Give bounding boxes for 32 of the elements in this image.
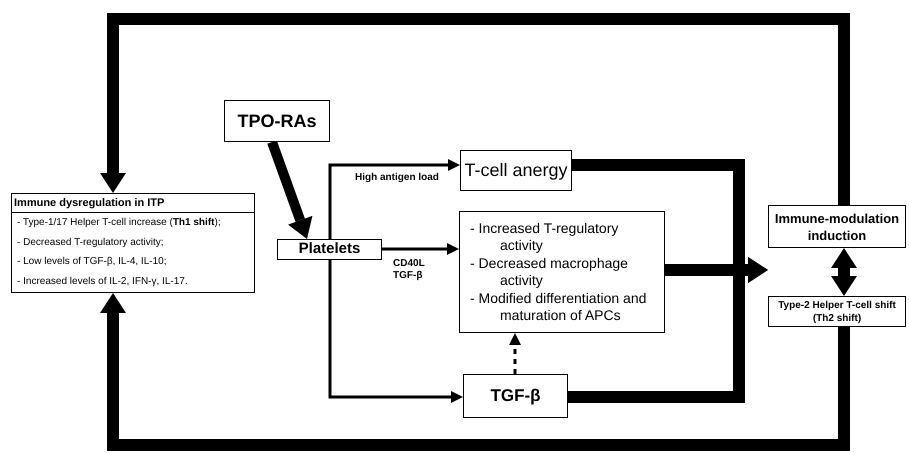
process-box [768, 296, 906, 327]
arrow [568, 257, 768, 403]
node-label: TGF-β [490, 385, 541, 408]
process-box [463, 374, 568, 418]
node-label: TPO-RAs [237, 110, 316, 132]
edge-label: CD40L TGF-β [393, 258, 427, 282]
box-heading: Immune dysregulation in ITP [12, 194, 254, 213]
process-box [768, 205, 906, 248]
arrow [328, 159, 460, 239]
list-item: - Type-1/17 Helper T-cell increase (Th1 shift); [17, 216, 222, 229]
process-box [460, 150, 572, 191]
arrow [267, 140, 312, 239]
process-box [459, 211, 665, 333]
arrow [100, 293, 850, 451]
node-label: Immune-modulation induction [774, 210, 900, 244]
list-item: - Modified differentiation and maturation of APCs [470, 290, 648, 324]
arrow [100, 13, 850, 205]
arrow [831, 248, 857, 296]
arrow [328, 260, 463, 403]
list-item: - Low levels of TGF-β, IL-4, IL-10; [17, 256, 168, 268]
node-label: Platelets [298, 239, 360, 260]
arrow [382, 243, 459, 255]
node-label: T-cell anergy [464, 159, 568, 182]
node-label: Type-2 Helper T-cell shift (Th2 shift) [777, 298, 897, 324]
process-box [224, 100, 330, 142]
arrow [509, 333, 521, 374]
list-item: - Increased levels of IL-2, IFN-γ, IL-17. [17, 276, 189, 288]
info-box [11, 193, 255, 293]
list-item: - Decreased T-regulatory activity; [17, 236, 165, 249]
process-box [277, 239, 382, 260]
list-item: - Increased T-regulatory activity [470, 220, 620, 254]
list-item: - Decreased macrophage activity [470, 255, 629, 289]
